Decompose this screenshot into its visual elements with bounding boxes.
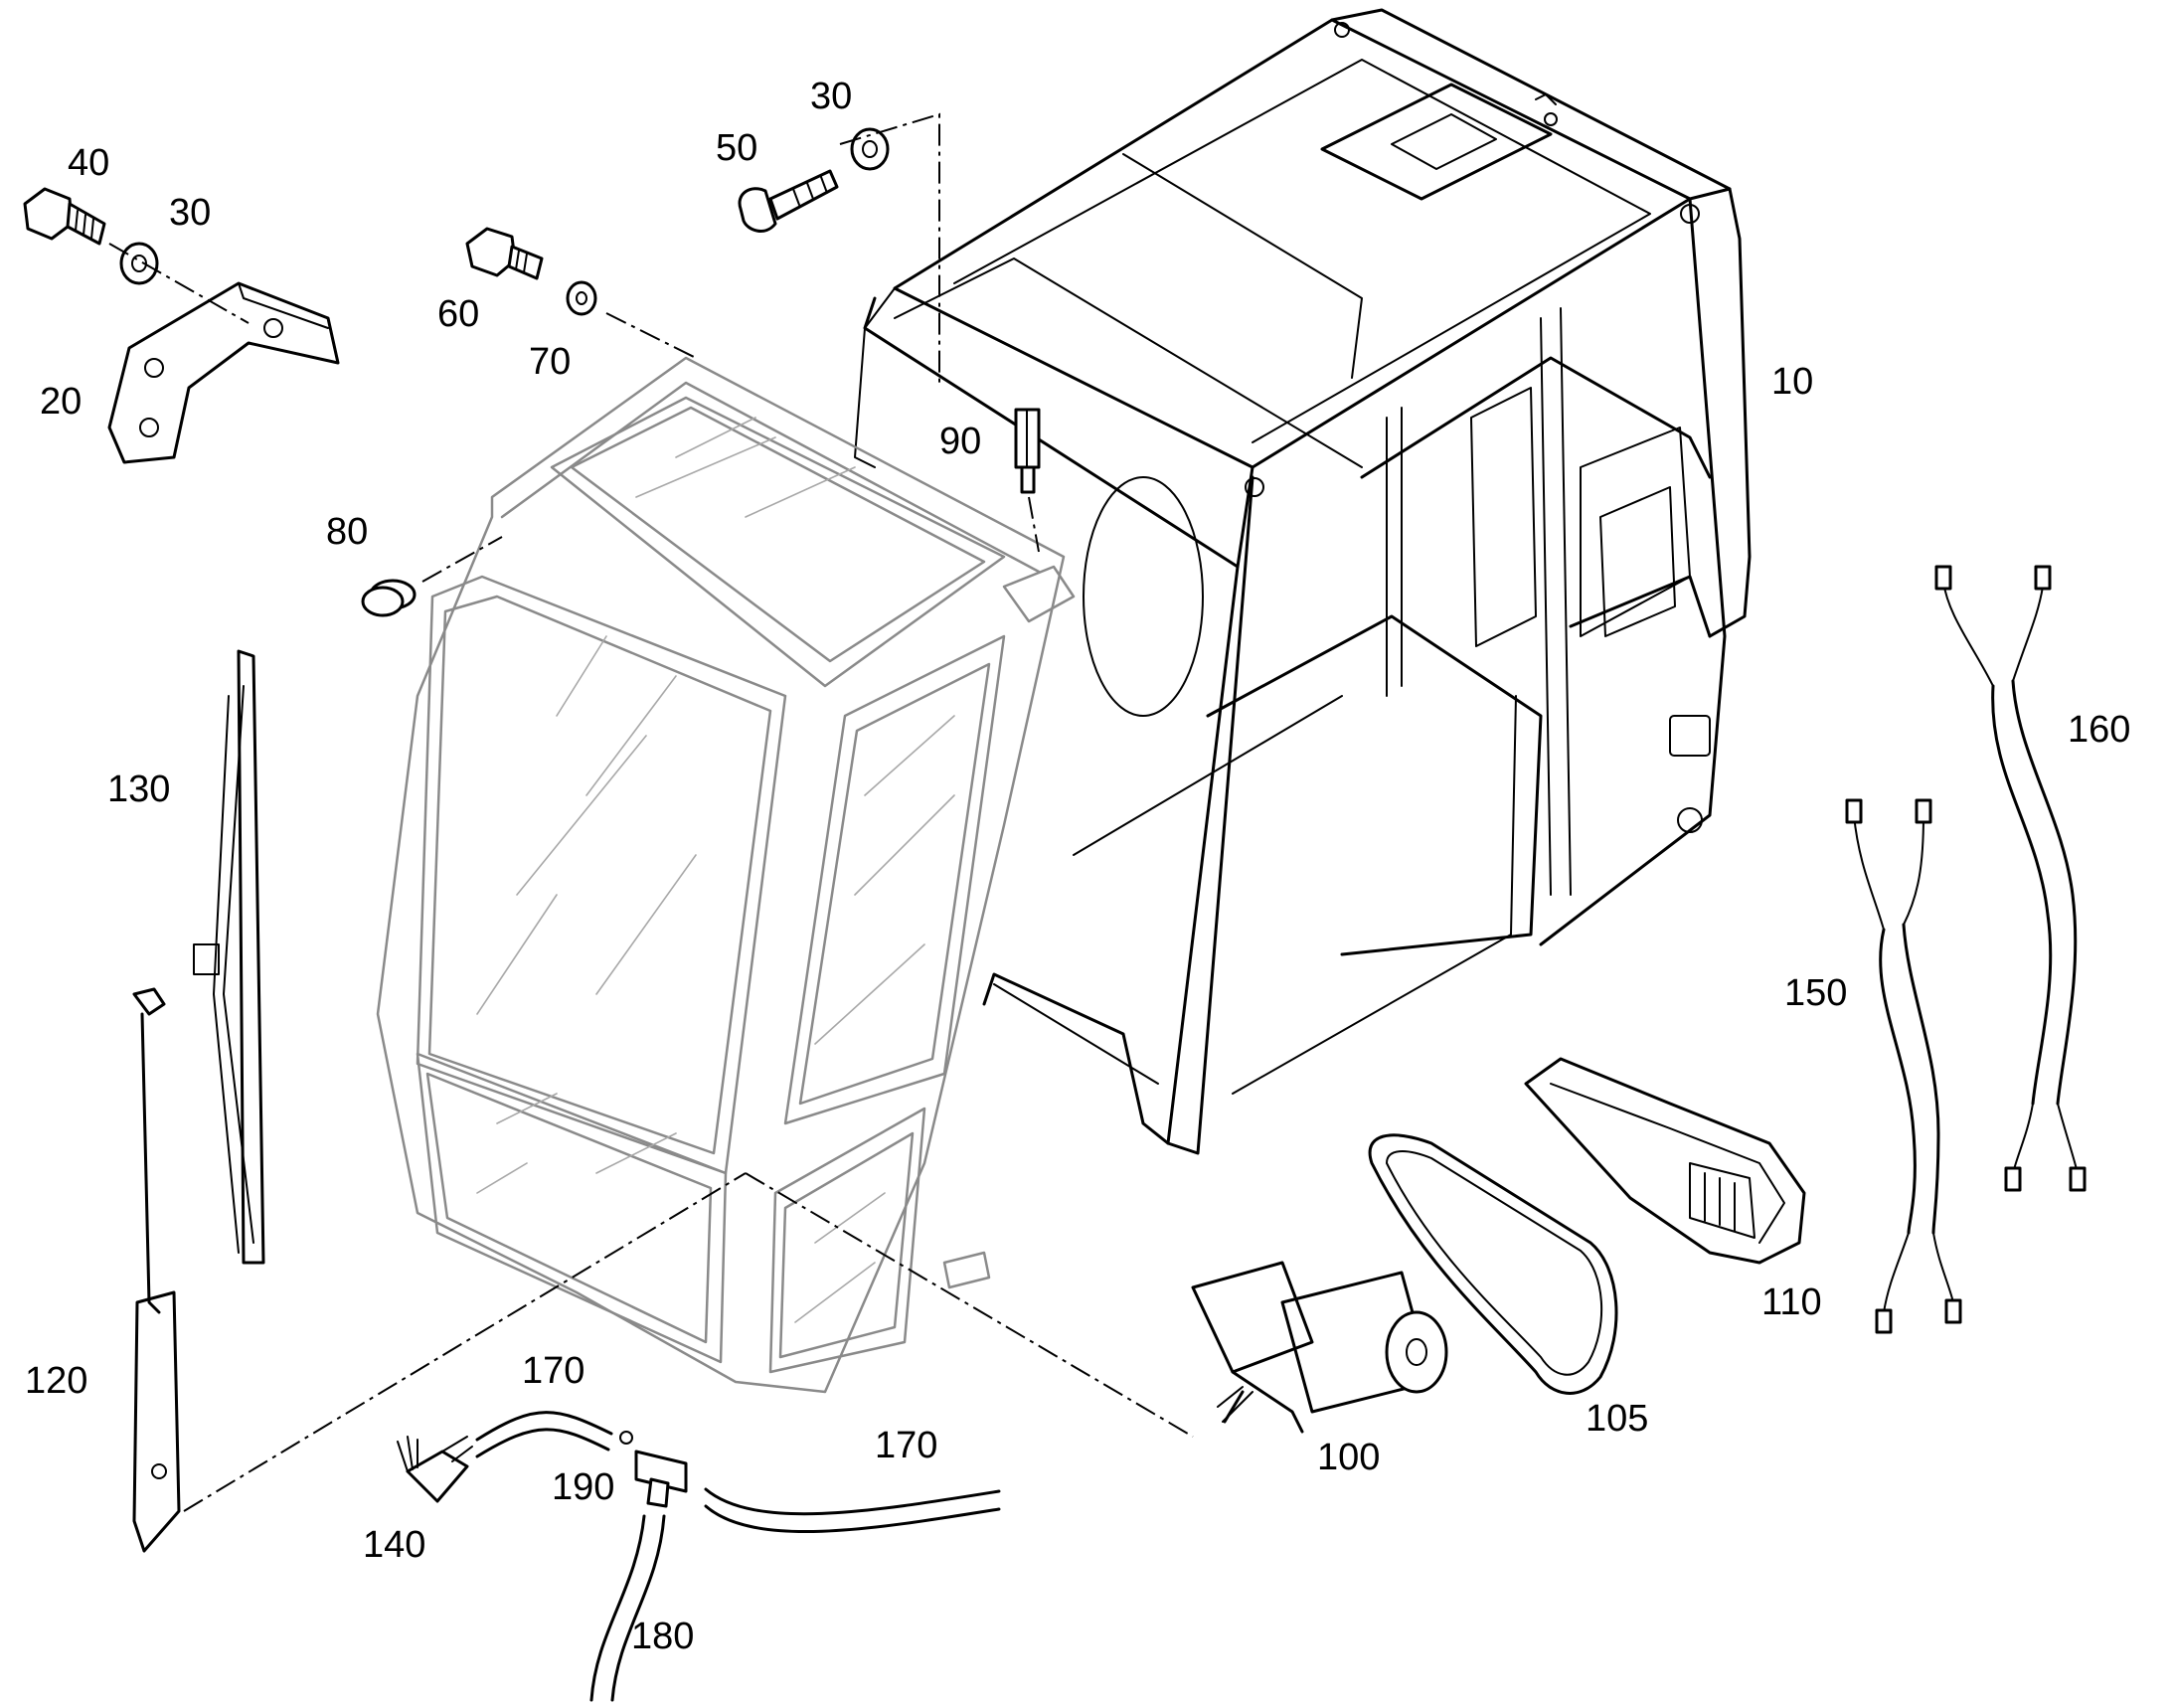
callout-120: 120 (25, 1360, 88, 1402)
callout-10: 10 (1771, 361, 1814, 403)
harness-part-160 (1934, 565, 2087, 1192)
hose-part-170b (704, 1487, 1001, 1516)
plug-part-80 (361, 579, 417, 617)
callout-140: 140 (363, 1524, 426, 1566)
callout-60: 60 (437, 293, 480, 335)
tee-connector-part-190 (619, 1431, 688, 1508)
wiper-arm-part-120 (132, 987, 181, 1553)
spacer-part-90 (1014, 408, 1041, 494)
nozzle-part-140 (397, 1436, 473, 1503)
callout-30: 30 (810, 76, 853, 117)
callout-130: 130 (107, 769, 171, 810)
wiper-motor-part-100 (1191, 1261, 1448, 1434)
bracket-part (107, 281, 340, 464)
callout-190: 190 (552, 1466, 615, 1508)
callout-180: 180 (631, 1616, 695, 1657)
callout-20: 20 (40, 381, 83, 423)
callout-160: 160 (2068, 709, 2131, 751)
cab-glass-set (376, 356, 1076, 1394)
cover-part-110 (1524, 1057, 1806, 1265)
callout-50: 50 (716, 127, 758, 169)
callout-105: 105 (1586, 1398, 1649, 1440)
washer-part-70 (566, 280, 597, 316)
seal-ring-part-105 (1368, 1133, 1618, 1395)
callout-170: 170 (875, 1425, 938, 1466)
hose-part-170a (475, 1411, 613, 1442)
wiper-blade-part-130 (193, 649, 265, 1265)
callout-100: 100 (1317, 1437, 1381, 1478)
callout-30: 30 (169, 192, 212, 234)
bolt-part-40 (23, 187, 106, 246)
callout-110: 110 (1761, 1281, 1822, 1323)
callout-150: 150 (1784, 972, 1848, 1014)
callout-80: 80 (326, 511, 369, 553)
callout-40: 40 (68, 142, 110, 184)
washer-part-30b (850, 127, 890, 171)
washer-part-30a (119, 242, 159, 285)
assembly-lines (108, 112, 1194, 1512)
bolt-part-60 (465, 227, 544, 280)
harness-part-150 (1845, 798, 1962, 1334)
callout-70: 70 (529, 341, 572, 383)
callout-170: 170 (522, 1350, 585, 1392)
cab-frame (854, 8, 1752, 1155)
cap-screw-part-50 (738, 169, 839, 233)
hose-part-180 (589, 1514, 646, 1702)
callout-90: 90 (939, 421, 982, 462)
